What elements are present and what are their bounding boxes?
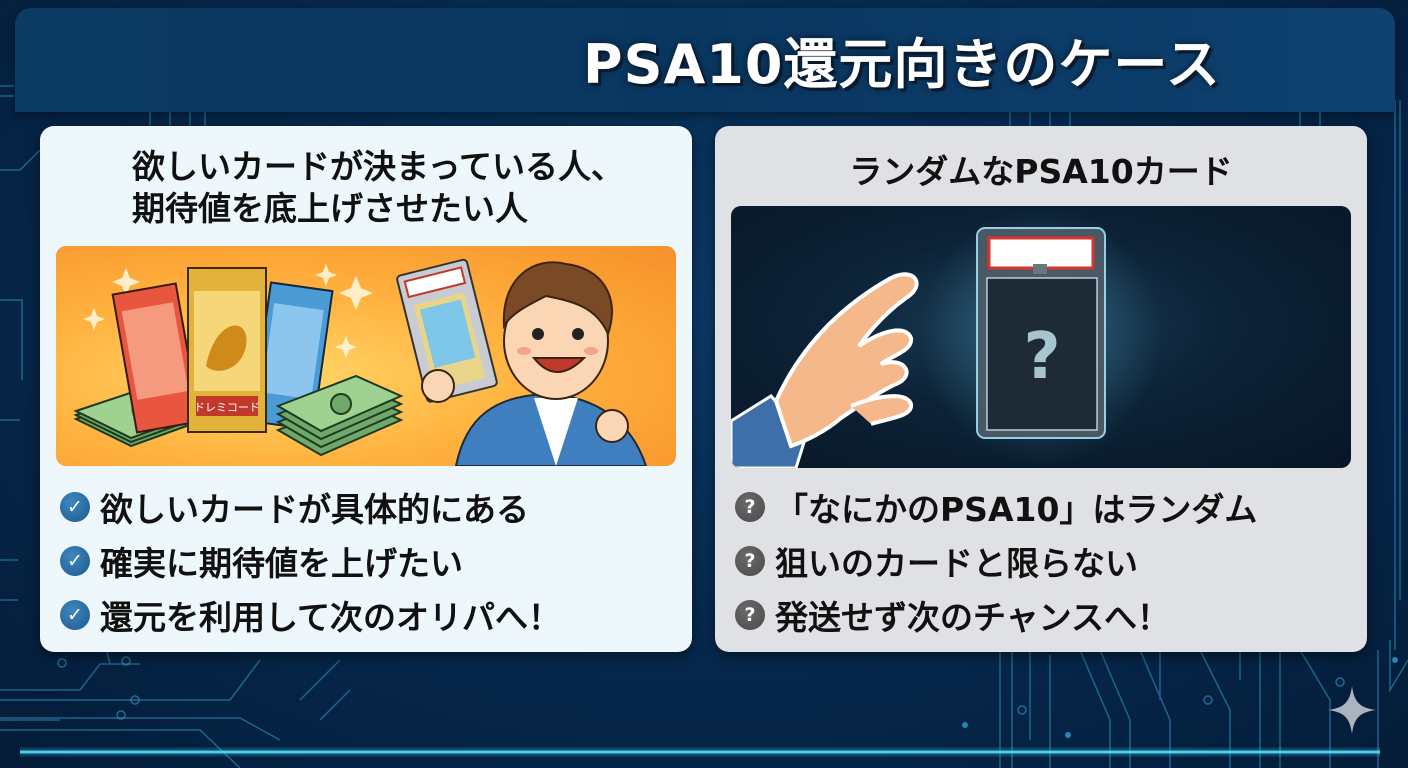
question-circle-icon: ? bbox=[735, 492, 765, 522]
list-item-label: 「なにかのPSA10」はランダム bbox=[775, 490, 1258, 529]
left-heading-line2: 期待値を底上げさせたい人 bbox=[132, 189, 528, 228]
list-item-label: 発送せず次のチャンスへ！ bbox=[775, 598, 1171, 637]
pointing-hand-icon bbox=[731, 272, 919, 468]
svg-text:?: ? bbox=[1023, 320, 1060, 394]
list-item: ✓ 還元を利用して次のオリパへ！ bbox=[60, 588, 561, 642]
excited-person-icon bbox=[421, 261, 648, 466]
list-item-label: 還元を利用して次のオリパへ！ bbox=[100, 598, 562, 637]
title-bar bbox=[15, 8, 1395, 112]
mystery-graded-card-icon: ? bbox=[976, 227, 1106, 439]
list-item-label: 狙いのカードと限らない bbox=[775, 544, 1138, 583]
check-circle-icon: ✓ bbox=[60, 600, 90, 630]
booster-pack-red-icon bbox=[111, 282, 202, 434]
graded-card-icon bbox=[396, 258, 498, 403]
check-circle-icon: ✓ bbox=[60, 546, 90, 576]
list-item: ? 狙いのカードと限らない bbox=[735, 534, 1257, 588]
left-panel-heading: 欲しいカードが決まっている人、 期待値を底上げさせたい人 bbox=[132, 146, 624, 230]
list-item-label: 確実に期待値を上げたい bbox=[100, 544, 463, 583]
check-circle-icon: ✓ bbox=[60, 492, 90, 522]
svg-text:ドレミコード: ドレミコード bbox=[194, 401, 260, 414]
question-circle-icon: ? bbox=[735, 546, 765, 576]
left-benefit-list: ✓ 欲しいカードが具体的にある ✓ 確実に期待値を上げたい ✓ 還元を利用して次… bbox=[60, 480, 561, 642]
list-item: ? 発送せず次のチャンスへ！ bbox=[735, 588, 1257, 642]
question-circle-icon: ? bbox=[735, 600, 765, 630]
page-title: PSA10還元向きのケース bbox=[583, 33, 1221, 96]
booster-pack-gold-icon: ドレミコード bbox=[187, 267, 267, 433]
mystery-card-illustration: ? bbox=[731, 206, 1351, 468]
cash-stack-right-icon bbox=[275, 374, 404, 457]
right-panel-heading: ランダムなPSA10カード bbox=[849, 152, 1233, 191]
right-panel-random-case: ランダムなPSA10カード ? bbox=[715, 126, 1367, 652]
right-caveat-list: ? 「なにかのPSA10」はランダム ? 狙いのカードと限らない ? 発送せず次… bbox=[735, 480, 1257, 642]
left-panel-use-case: 欲しいカードが決まっている人、 期待値を底上げさせたい人 bbox=[40, 126, 692, 652]
sparkle-icon bbox=[1328, 686, 1376, 734]
list-item: ? 「なにかのPSA10」はランダム bbox=[735, 480, 1257, 534]
left-heading-line1: 欲しいカードが決まっている人、 bbox=[132, 147, 625, 186]
list-item: ✓ 欲しいカードが具体的にある bbox=[60, 480, 561, 534]
collector-illustration: ドレミコード bbox=[56, 246, 676, 466]
list-item-label: 欲しいカードが具体的にある bbox=[100, 490, 529, 529]
list-item: ✓ 確実に期待値を上げたい bbox=[60, 534, 561, 588]
